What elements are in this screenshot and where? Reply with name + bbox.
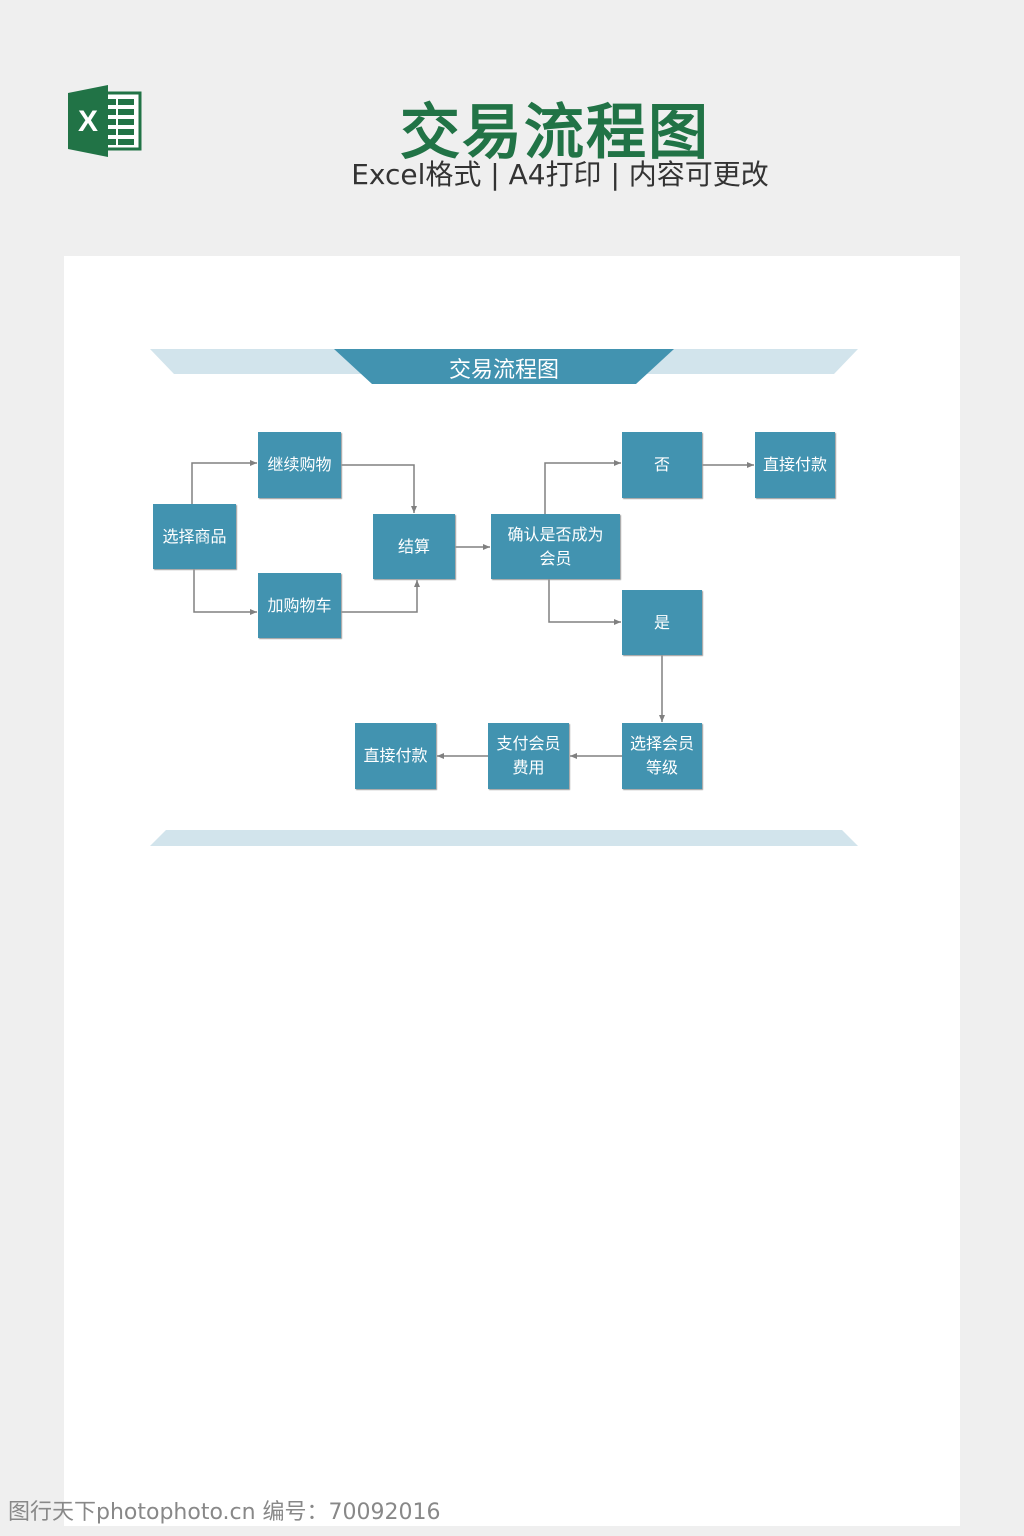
node-yes: 是 [622, 590, 702, 655]
svg-text:X: X [78, 105, 98, 138]
node-continue-shopping: 继续购物 [258, 432, 341, 498]
node-confirm-member: 确认是否成为会员 [491, 514, 620, 579]
node-add-to-cart: 加购物车 [258, 573, 341, 638]
node-pay-direct-bottom: 直接付款 [355, 723, 436, 789]
node-pay-direct-top: 直接付款 [755, 432, 835, 498]
page-subtitle: Excel格式 | A4打印 | 内容可更改 [351, 158, 769, 191]
node-pay-fee: 支付会员费用 [488, 723, 569, 789]
excel-icon: X [66, 85, 142, 157]
diagram-title: 交易流程图 [448, 358, 559, 383]
node-checkout: 结算 [373, 514, 455, 579]
watermark-text: 图行天下photophoto.cn 编号：70092016 [8, 1500, 441, 1525]
node-select-goods: 选择商品 [153, 504, 236, 569]
node-select-level: 选择会员等级 [622, 723, 702, 789]
page-title: 交易流程图 [400, 98, 710, 168]
node-no: 否 [622, 432, 702, 498]
